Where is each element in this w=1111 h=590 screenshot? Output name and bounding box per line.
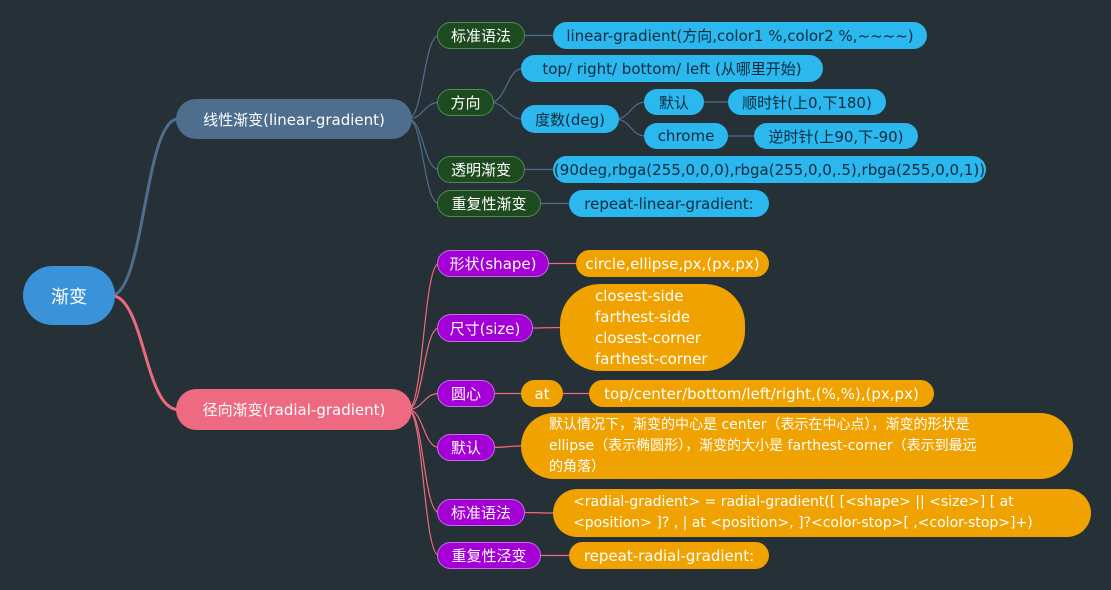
syntax-line-2: <position> ]? , | at <position>, ]?<colo… (573, 515, 1033, 531)
radial-size-label[interactable]: 尺寸(size) (437, 314, 533, 342)
linear-syntax-value[interactable]: linear-gradient(方向,color1 %,color2 %,~~~… (553, 22, 927, 49)
linear-syntax-label[interactable]: 标准语法 (437, 22, 525, 49)
direction-keywords-value[interactable]: top/ right/ bottom/ left (从哪里开始) (521, 55, 823, 82)
size-value-farthest-side: farthest-side (595, 307, 691, 326)
edge-degree-chrome (614, 118, 647, 137)
radial-syntax-label[interactable]: 标准语法 (437, 499, 525, 526)
edge-root-linear (110, 117, 179, 297)
radial-shape-value[interactable]: circle,ellipse,px,(px,px) (576, 250, 769, 277)
root-node[interactable]: 渐变 (23, 266, 115, 325)
direction-degree-label[interactable]: 度数(deg) (521, 105, 619, 133)
default-line-1: 默认情况下，渐变的中心是 center（表示在中心点），渐变的形状是 (549, 416, 970, 433)
edge-radial-shape-label (407, 262, 440, 411)
linear-transparent-label[interactable]: 透明渐变 (437, 156, 525, 183)
linear-transparent-value[interactable]: (90deg,rbga(255,0,0,0),rbga(255,0,0,.5),… (553, 156, 986, 183)
degree-default-value[interactable]: 顺时针(上0,下180) (728, 89, 886, 115)
size-value-closest-corner: closest-corner (595, 328, 701, 347)
radial-size-values[interactable]: closest-side farthest-side closest-corne… (560, 284, 745, 371)
edge-root-radial (110, 294, 179, 411)
edge-radial-repeat-label (407, 408, 440, 557)
default-line-3: 的角落） (549, 458, 605, 475)
edge-radial-syntax-label (407, 408, 440, 514)
edge-direction-degree (489, 101, 524, 120)
degree-default-label[interactable]: 默认 (644, 89, 704, 115)
edge-linear-transparent-label (407, 118, 440, 171)
size-value-closest-side: closest-side (595, 286, 684, 305)
linear-gradient-node[interactable]: 线性渐变(linear-gradient) (176, 99, 412, 139)
linear-repeat-value[interactable]: repeat-linear-gradient: (569, 190, 769, 217)
size-value-farthest-corner: farthest-corner (595, 349, 708, 368)
radial-gradient-node[interactable]: 径向渐变(radial-gradient) (176, 389, 412, 430)
edge-radial-size-label (407, 327, 440, 411)
edge-radial-default-value (490, 445, 524, 449)
radial-shape-label[interactable]: 形状(shape) (437, 250, 549, 277)
degree-chrome-value[interactable]: 逆时针(上90,下-90) (754, 123, 918, 149)
degree-chrome-label[interactable]: chrome (644, 123, 728, 149)
edge-radial-syntax-value (520, 511, 556, 514)
edge-linear-syntax-label (407, 34, 440, 120)
linear-repeat-label[interactable]: 重复性渐变 (437, 190, 541, 217)
edge-radial-size-values (528, 326, 563, 329)
syntax-line-1: <radial-gradient> = radial-gradient([ [<… (573, 494, 1014, 510)
radial-repeat-value[interactable]: repeat-radial-gradient: (569, 542, 769, 569)
radial-center-value[interactable]: top/center/bottom/left/right,(%,%),(px,p… (589, 380, 934, 407)
edge-degree-default (614, 101, 647, 120)
radial-default-value[interactable]: 默认情况下，渐变的中心是 center（表示在中心点），渐变的形状是 ellip… (521, 413, 1073, 479)
radial-center-at[interactable]: at (521, 380, 563, 407)
radial-center-label[interactable]: 圆心 (437, 380, 495, 407)
radial-syntax-value[interactable]: <radial-gradient> = radial-gradient([ [<… (553, 489, 1091, 537)
default-line-2: ellipse（表示椭圆形），渐变的大小是 farthest-corner（表示… (549, 437, 977, 454)
radial-repeat-label[interactable]: 重复性泾变 (437, 542, 541, 569)
radial-default-label[interactable]: 默认 (437, 434, 495, 461)
edge-linear-repeat-label (407, 118, 440, 205)
edge-direction-keywords (489, 67, 524, 104)
linear-direction-label[interactable]: 方向 (437, 89, 494, 116)
